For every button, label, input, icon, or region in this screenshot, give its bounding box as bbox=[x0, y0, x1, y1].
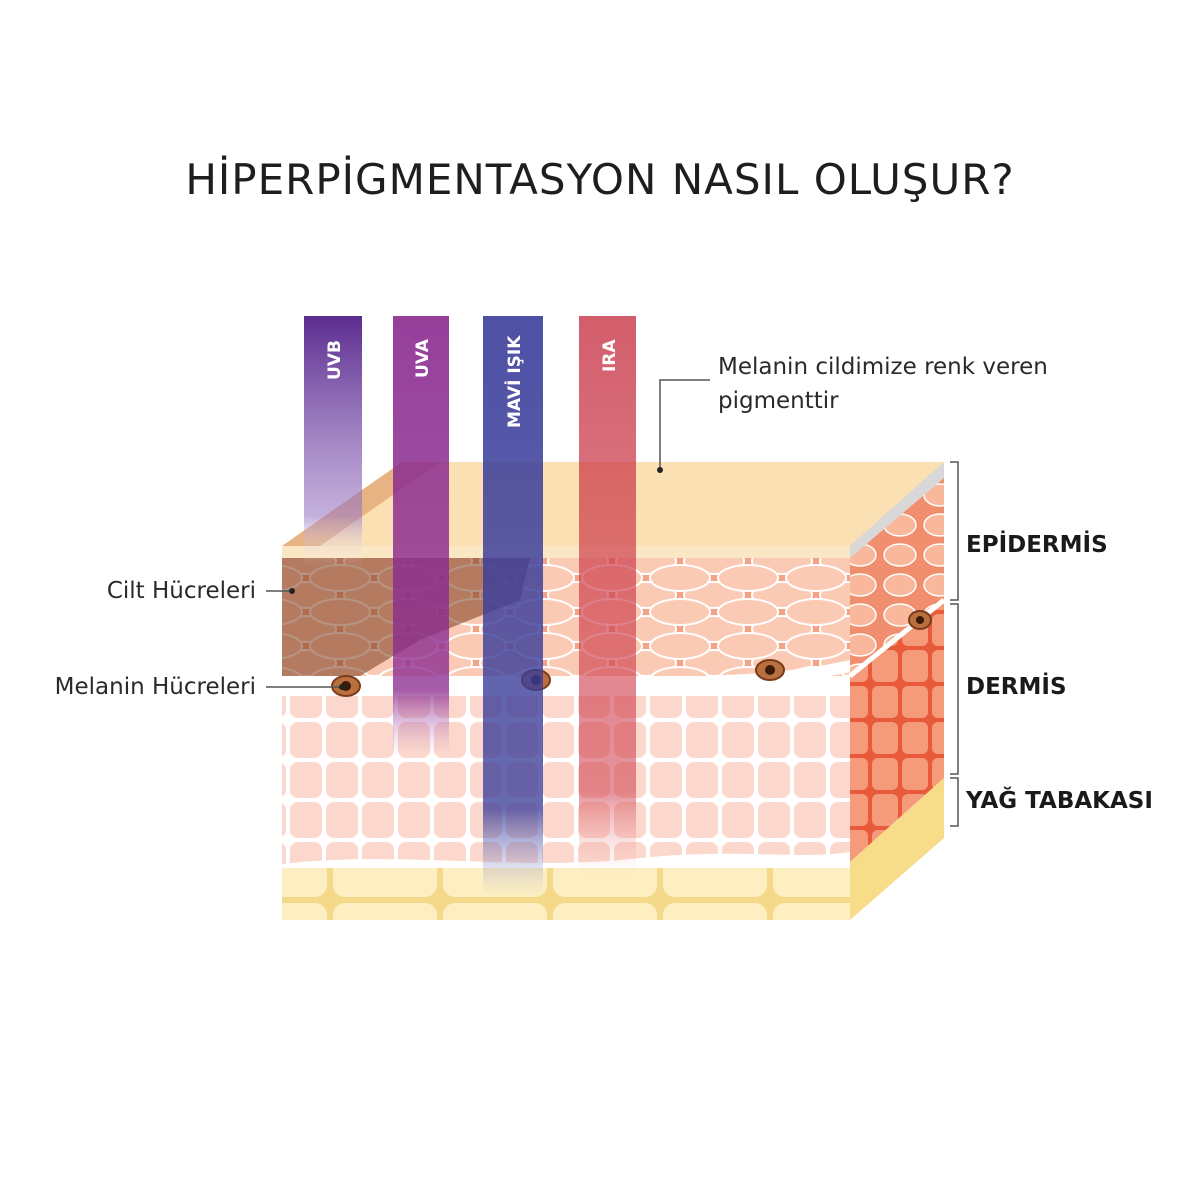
fat-bracket bbox=[950, 777, 959, 827]
melanin-note: Melanin cildimize renk veren pigmenttir bbox=[718, 354, 1048, 414]
ray-label: MAVİ IŞIK bbox=[503, 335, 525, 428]
ray-uva bbox=[393, 316, 449, 756]
ray-blue-light bbox=[483, 316, 543, 896]
skin-cells-label: Cilt Hücreleri bbox=[106, 578, 256, 604]
epidermis-side bbox=[850, 462, 944, 676]
dermis-front bbox=[282, 696, 850, 864]
note-leader-line bbox=[659, 379, 710, 470]
fat-label: YAĞ TABAKASI bbox=[966, 788, 1153, 814]
ray-label: UVA bbox=[413, 338, 433, 378]
epidermis-bracket bbox=[950, 461, 959, 601]
melanin-cells-label: Melanin Hücreleri bbox=[54, 674, 256, 700]
dermis-bracket bbox=[950, 603, 959, 775]
ray-uvb bbox=[304, 316, 362, 566]
fat-front bbox=[282, 868, 850, 920]
ray-ira bbox=[579, 316, 636, 876]
dermis-side bbox=[850, 600, 944, 862]
page-title: HİPERPİGMENTASYON NASIL OLUŞUR? bbox=[185, 155, 1015, 204]
dermis-label: DERMİS bbox=[966, 674, 1067, 700]
fat-side bbox=[850, 778, 944, 920]
ray-label: UVB bbox=[325, 340, 345, 380]
epidermis-label: EPİDERMİS bbox=[966, 532, 1108, 558]
ray-label: IRA bbox=[600, 339, 620, 372]
